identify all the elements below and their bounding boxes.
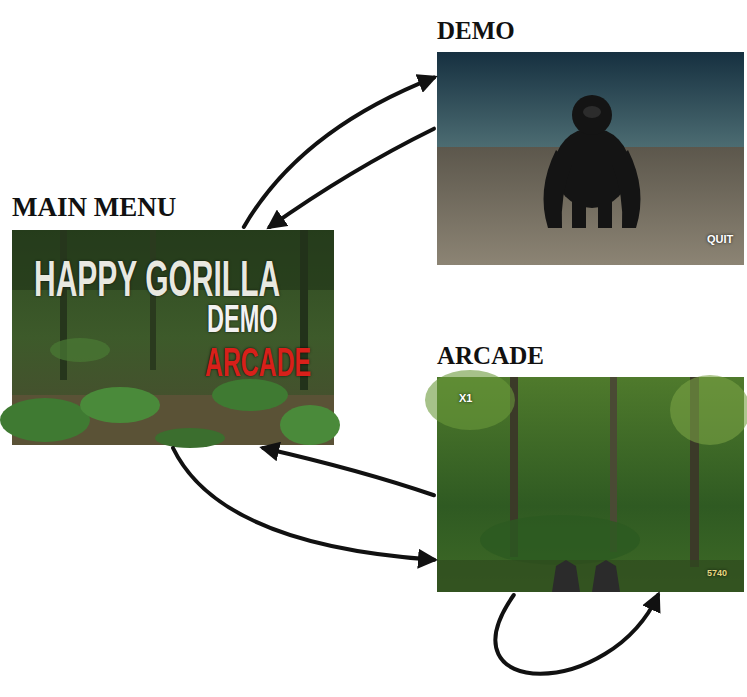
- screen-text: DEMO: [207, 300, 278, 338]
- screen-text: ARCADE: [205, 342, 311, 382]
- flow-arrow: [263, 448, 434, 495]
- demo-screenshot: [437, 52, 744, 265]
- screen-heading: MAIN MENU: [12, 194, 176, 221]
- main-menu-screenshot: [0, 230, 340, 448]
- flow-arrow: [173, 448, 434, 560]
- screen-text: X1: [459, 393, 472, 404]
- arcade-screen: ARCADEX15740: [437, 377, 744, 592]
- gorilla-figure: [544, 95, 641, 228]
- screen-heading: DEMO: [437, 18, 515, 43]
- flow-arrow: [244, 78, 434, 227]
- flow-arrow: [270, 129, 434, 227]
- demo-screen: DEMOQUIT: [437, 52, 744, 265]
- screen-text: QUIT: [707, 234, 733, 245]
- screen-heading: ARCADE: [437, 343, 544, 368]
- loop-arrow: [495, 595, 658, 674]
- gorilla-hands: [552, 560, 620, 592]
- main-menu-screen: MAIN MENUHAPPY GORILLADEMOARCADE: [12, 230, 334, 445]
- arcade-screenshot: [425, 370, 747, 592]
- screen-text: 5740: [707, 569, 727, 578]
- screen-text: HAPPY GORILLA: [34, 254, 280, 304]
